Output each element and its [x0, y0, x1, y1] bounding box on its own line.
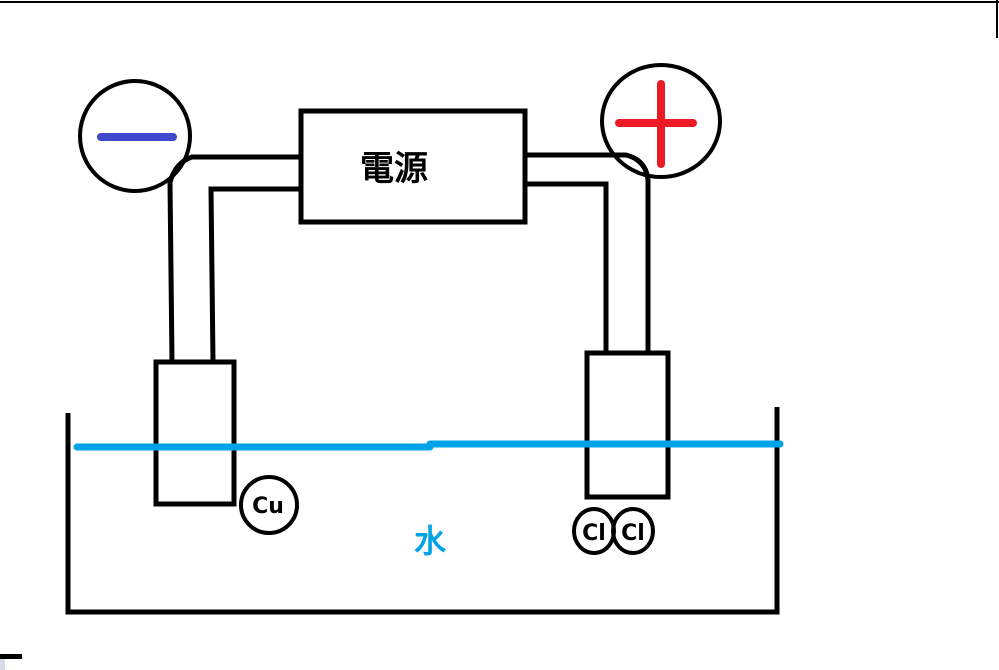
chlorine-atom-1-label: Cl	[582, 521, 606, 546]
water-label: 水	[414, 522, 447, 560]
right-inner-wire	[525, 181, 609, 354]
anode-electrode	[584, 350, 671, 500]
copper-atom-circle	[239, 475, 299, 535]
corner-mark	[0, 654, 22, 659]
left-inner-wire	[208, 186, 301, 363]
positive-terminal	[600, 63, 722, 179]
copper-atom: Cu	[239, 475, 299, 535]
negative-terminal	[78, 79, 192, 193]
power-supply-label: 電源	[360, 149, 428, 189]
chlorine-atom-2-circle	[611, 507, 655, 555]
chlorine-atom-2-label: Cl	[621, 521, 645, 546]
copper-atom-label: Cu	[252, 494, 284, 519]
chlorine-molecule: Cl Cl	[572, 507, 655, 555]
cathode-electrode	[153, 359, 237, 507]
positive-terminal-circle	[600, 63, 722, 179]
corner-mark-shade	[0, 659, 5, 670]
water-container	[65, 407, 780, 615]
left-outer-wire	[167, 154, 301, 363]
power-supply-box	[298, 108, 528, 225]
negative-terminal-circle	[78, 79, 192, 193]
right-outer-wire	[525, 152, 651, 354]
